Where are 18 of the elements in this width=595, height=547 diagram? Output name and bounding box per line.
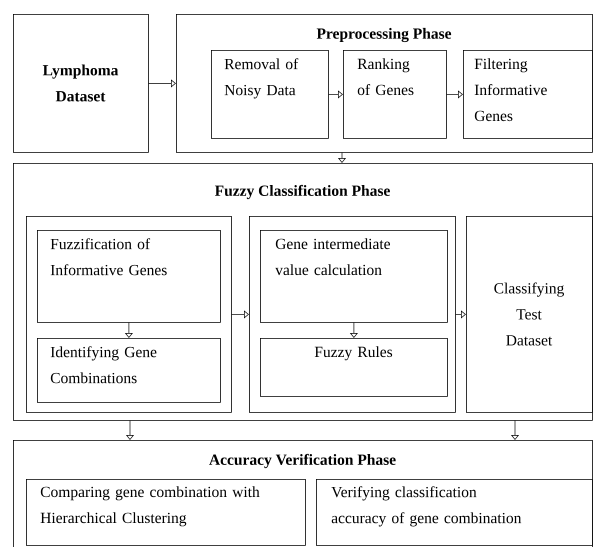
process-box: Ranking of Genes: [343, 50, 447, 139]
process-box: Gene intermediate value calculation: [260, 230, 448, 323]
process-box: Identifying Gene Combinations: [37, 338, 221, 403]
group-box: [26, 216, 232, 413]
arrow: [231, 310, 249, 318]
process-box: Fuzzy Rules: [260, 338, 448, 397]
arrow: [455, 310, 466, 318]
arrow: [446, 90, 463, 98]
process-box: Filtering Informative Genes: [463, 50, 593, 139]
arrow: [148, 79, 176, 88]
process-box: Comparing gene combination with Hierarchical Clustering: [26, 479, 306, 546]
arrow: [328, 90, 343, 98]
group-box: [249, 216, 456, 413]
process-box: Removal of Noisy Data: [211, 50, 329, 139]
process-box: Verifying classification accuracy of gene combination: [316, 479, 593, 546]
process-box: Classifying Test Dataset: [466, 216, 593, 413]
process-box: Lymphoma Dataset: [13, 14, 149, 153]
process-box: Fuzzification of Informative Genes: [37, 230, 221, 323]
